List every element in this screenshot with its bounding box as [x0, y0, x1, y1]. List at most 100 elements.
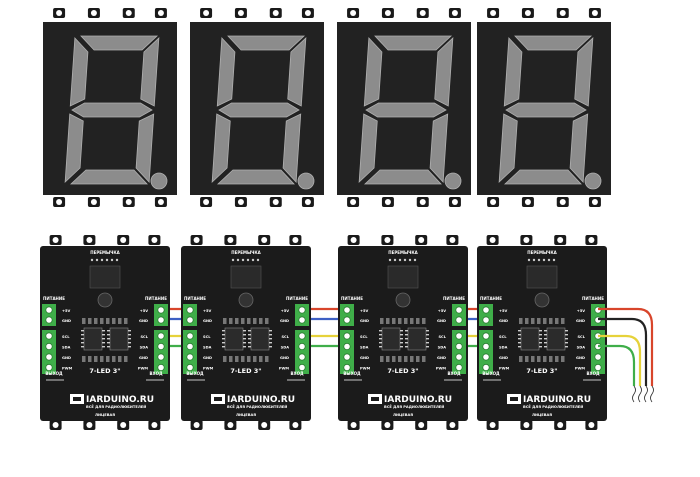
resistor [549, 318, 553, 324]
ic-pin [102, 342, 105, 344]
regulator-chip [387, 265, 419, 289]
resistor [124, 318, 128, 324]
ic-pin [248, 346, 251, 348]
terminal-screw [343, 316, 351, 324]
terminal-screw [186, 353, 194, 361]
pin-label-left: PWM [203, 367, 214, 371]
resistor [82, 318, 86, 324]
segment-dp [584, 172, 602, 190]
terminal-screw [298, 353, 306, 361]
header-pin [527, 258, 531, 262]
board-pcb [338, 246, 468, 421]
pin-label-right: PWM [575, 367, 586, 371]
display-pin-bottom-hole [203, 199, 210, 205]
terminal-screw [45, 342, 53, 351]
resistor [519, 318, 523, 324]
resistor [543, 318, 547, 324]
resistor [88, 318, 92, 324]
segment-g [505, 102, 587, 118]
seven-segment-display [337, 8, 471, 207]
board-bottom-label: ЛИЦЕВАЯ [393, 413, 413, 417]
right-block-title: ПИТАНИЕ [286, 296, 308, 301]
board-mount-bottom-hole [86, 422, 93, 428]
header-pin [241, 258, 245, 262]
ic-pin [107, 342, 110, 344]
regulator-chip [526, 265, 558, 289]
board-mount-top-hole [52, 237, 59, 243]
display-pin-top-hole [350, 10, 357, 16]
terminal-screw [343, 342, 351, 351]
ic-pin [81, 330, 84, 332]
round-component [395, 292, 411, 308]
resistor [223, 356, 227, 362]
terminal-screw [186, 363, 194, 372]
ic-pin [539, 346, 542, 348]
terminal-screw [594, 353, 602, 361]
ic-pin [81, 338, 84, 340]
resistor [410, 318, 414, 324]
board-mount-top-hole [86, 237, 93, 243]
board-mount-top-hole [120, 237, 127, 243]
model-label: 7-LED 3" [89, 367, 120, 375]
pin-label-left: SDA [499, 346, 508, 350]
pin-label-left: SDA [360, 346, 369, 350]
ic-pin [426, 338, 429, 340]
header-pin [403, 258, 407, 262]
board-top-label: ПЕРЕМЫЧКА [90, 250, 120, 255]
ic-pin [102, 346, 105, 348]
segment-f [216, 37, 236, 107]
board-pcb [181, 246, 311, 421]
resistor [259, 318, 263, 324]
ic-pin [222, 338, 225, 340]
ic-pin [379, 330, 382, 332]
pin-label-right: GND [139, 356, 148, 360]
terminal-screw [482, 363, 490, 372]
terminal-screw [343, 353, 351, 361]
header-pin [236, 258, 240, 262]
segment-g [218, 102, 300, 118]
ic-pin [128, 338, 131, 340]
ic-pin [426, 346, 429, 348]
seven-segment-display [190, 8, 324, 207]
segment-dp [150, 172, 168, 190]
terminal-screw [455, 363, 463, 372]
pin-label-right: SCL [577, 335, 585, 339]
ic-pin [128, 330, 131, 332]
ic-pin [400, 342, 403, 344]
ic-pin [544, 334, 547, 336]
ic-pin [107, 346, 110, 348]
terminal-screw [298, 363, 306, 372]
terminal-screw [455, 306, 463, 314]
ic-pin [102, 330, 105, 332]
input-wire [598, 344, 636, 386]
left-block-title: ПИТАНИЕ [43, 296, 65, 301]
driver-ic [224, 327, 244, 351]
ic-pin [128, 346, 131, 348]
board-mount-bottom-hole [227, 422, 234, 428]
display-pin-top-hole [384, 10, 391, 16]
board-pcb [40, 246, 170, 421]
board-mount-top-hole [261, 237, 268, 243]
ic-pin [269, 338, 272, 340]
ic-pin [565, 346, 568, 348]
driver-ic [520, 327, 540, 351]
driver-ic [381, 327, 401, 351]
model-label: 7-LED 3" [526, 367, 557, 375]
input-cable [598, 307, 654, 403]
ic-pin [107, 330, 110, 332]
resistor [398, 356, 402, 362]
pin-label-right: SDA [577, 346, 586, 350]
resistor [404, 356, 408, 362]
brand-name: IARDUINO.RU [227, 395, 295, 405]
display-pin-top-hole [559, 10, 566, 16]
segment-e [64, 113, 84, 183]
brand-logo-mark-inner [73, 397, 81, 401]
segment-g [365, 102, 447, 118]
pin-label-left: PWM [62, 367, 73, 371]
wire-end-break [632, 385, 636, 403]
segment-d [216, 169, 295, 185]
board-mount-top-hole [489, 237, 496, 243]
ic-pin [248, 330, 251, 332]
